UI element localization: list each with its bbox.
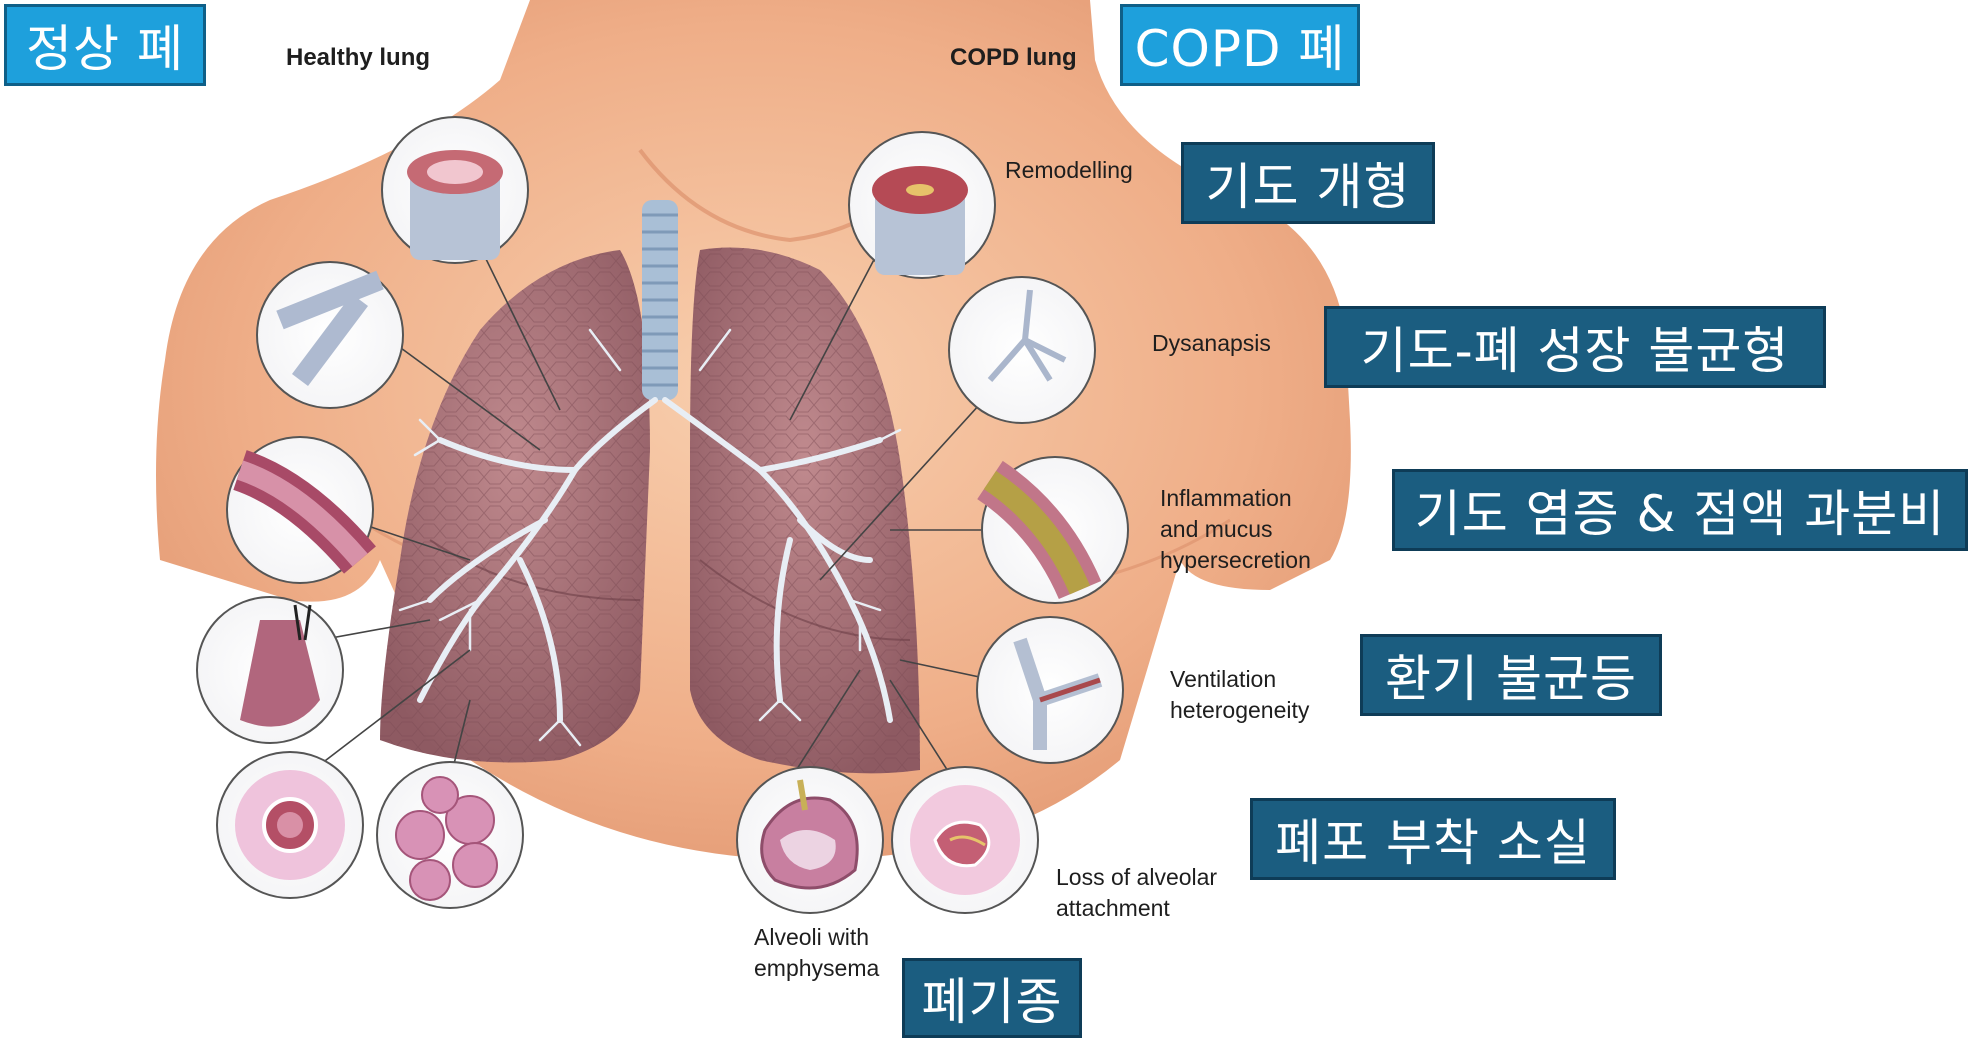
copd-ventilation-circle (977, 617, 1123, 763)
copd-lung-korean-label: COPD 폐 (1120, 4, 1360, 86)
healthy-airway-lumen-circle (227, 437, 373, 583)
emphysema-label-line2: emphysema (754, 953, 879, 984)
inflammation-label-line1: Inflammation (1160, 483, 1292, 514)
attachment-label-line2: attachment (1056, 893, 1170, 924)
dysanapsis-label: Dysanapsis (1152, 328, 1271, 359)
ventilation-label-line1: Ventilation (1170, 664, 1276, 695)
dysanapsis-korean-label: 기도-폐 성장 불균형 (1324, 306, 1826, 388)
emphysema-korean-label: 폐기종 (902, 958, 1082, 1038)
healthy-ventilation-circle (197, 597, 343, 743)
copd-mucus-circle (982, 457, 1128, 603)
healthy-airway-circle (382, 117, 528, 263)
ventilation-label-line2: heterogeneity (1170, 695, 1309, 726)
healthy-bronchiole-circle (257, 262, 403, 408)
copd-dysanapsis-circle (949, 277, 1095, 423)
healthy-alveoli-circle (377, 762, 523, 908)
copd-attachment-loss-circle (892, 767, 1038, 913)
remodelling-label: Remodelling (1005, 155, 1133, 186)
remodelling-korean-label: 기도 개형 (1181, 142, 1435, 224)
healthy-lung-heading: Healthy lung (286, 42, 430, 73)
healthy-lung-korean-label: 정상 폐 (4, 4, 206, 86)
copd-emphysema-circle (737, 767, 883, 913)
inflammation-label-line2: and mucus (1160, 514, 1273, 545)
ventilation-korean-label: 환기 불균등 (1360, 634, 1662, 716)
copd-remodelling-circle (849, 132, 995, 278)
healthy-alveolar-attachment-circle (217, 752, 363, 898)
inflammation-korean-label: 기도 염증 & 점액 과분비 (1392, 469, 1968, 551)
emphysema-label-line1: Alveoli with (754, 922, 869, 953)
attachment-label-line1: Loss of alveolar (1056, 862, 1217, 893)
attachment-korean-label: 폐포 부착 소실 (1250, 798, 1616, 880)
inflammation-label-line3: hypersecretion (1160, 545, 1311, 576)
copd-lung-heading: COPD lung (950, 42, 1077, 73)
